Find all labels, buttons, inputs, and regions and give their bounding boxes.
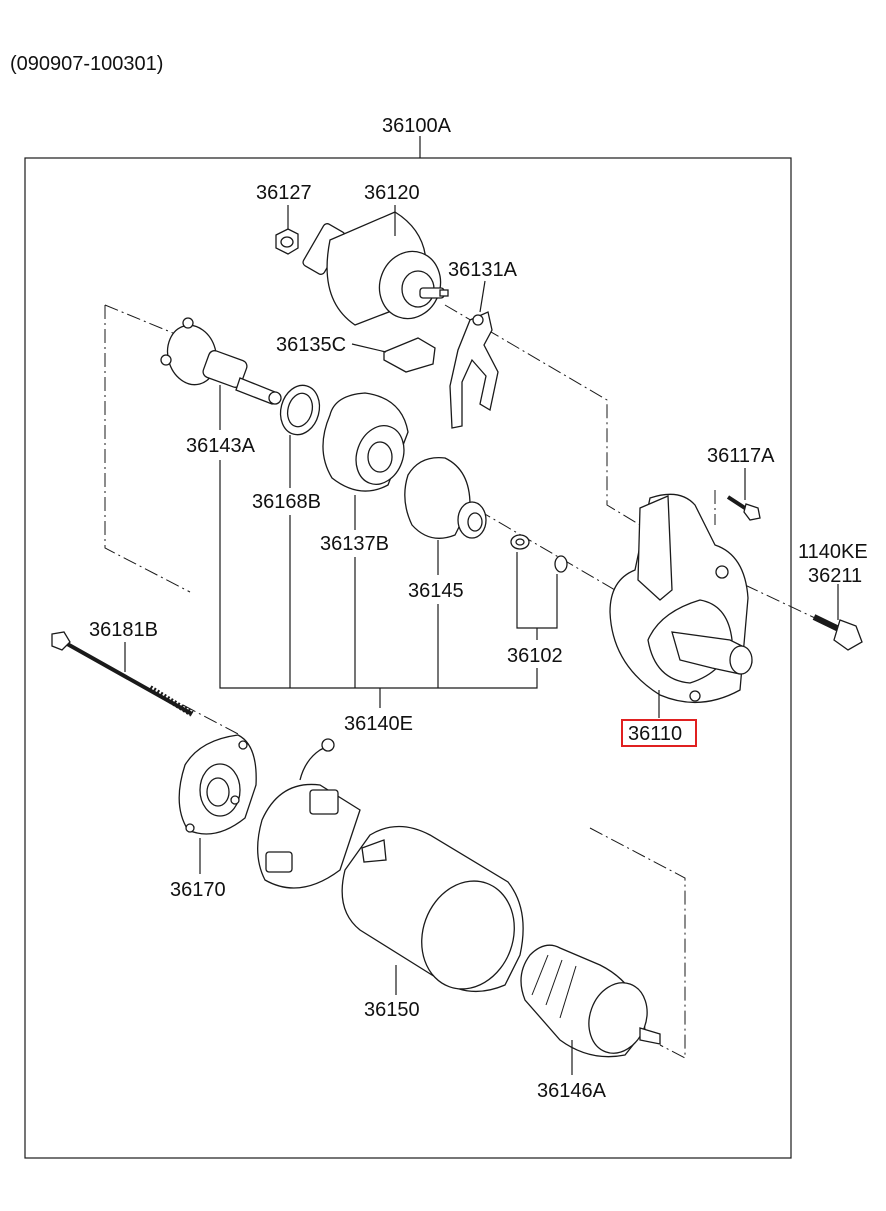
ring-36168B[interactable]	[275, 381, 325, 439]
bolt-1140KE[interactable]	[812, 614, 863, 651]
nut-36127[interactable]	[275, 228, 299, 255]
label-36143A[interactable]: 36143A	[186, 435, 256, 457]
assembly-frame	[24, 157, 792, 1159]
pinion-36145[interactable]	[404, 456, 487, 539]
shaft-36143A[interactable]	[160, 317, 282, 405]
label-36127[interactable]: 36127	[256, 182, 312, 204]
label-36146A[interactable]: 36146A	[537, 1080, 607, 1102]
washers-36102[interactable]	[510, 534, 568, 573]
label-36117A[interactable]: 36117A	[707, 445, 775, 467]
block-36135C[interactable]	[383, 337, 436, 373]
front-housing-36110[interactable]	[609, 493, 753, 704]
through-bolt-36181B[interactable]	[51, 631, 194, 717]
armature-36146A[interactable]	[520, 944, 661, 1061]
label-36170[interactable]: 36170	[170, 879, 226, 901]
date-range: (090907-100301)	[10, 53, 163, 75]
brush-holder[interactable]	[257, 738, 361, 889]
housing-36137B[interactable]	[322, 392, 412, 492]
label-36145[interactable]: 36145	[408, 580, 464, 602]
assembly-number[interactable]: 36100A	[382, 115, 452, 137]
highlight-box-36110	[621, 719, 697, 747]
label-36120[interactable]: 36120	[364, 182, 420, 204]
end-plate-36170[interactable]	[178, 734, 257, 835]
label-36211[interactable]: 36211	[808, 565, 862, 587]
label-36150[interactable]: 36150	[364, 999, 420, 1021]
label-1140KE[interactable]: 1140KE	[798, 541, 868, 563]
label-36110[interactable]: 36110	[628, 723, 682, 745]
label-36168B[interactable]: 36168B	[252, 491, 321, 513]
label-36140E[interactable]: 36140E	[344, 713, 413, 735]
label-36135C[interactable]: 36135C	[276, 334, 346, 356]
label-36181B[interactable]: 36181B	[89, 619, 158, 641]
label-36102[interactable]: 36102	[507, 645, 563, 667]
label-36131A[interactable]: 36131A	[448, 259, 518, 281]
screw-36117A[interactable]	[726, 495, 761, 521]
solenoid-36120[interactable]	[302, 211, 450, 327]
yoke-36150[interactable]	[341, 825, 529, 1003]
lever-36131A[interactable]	[449, 311, 499, 429]
label-36137B[interactable]: 36137B	[320, 533, 389, 555]
